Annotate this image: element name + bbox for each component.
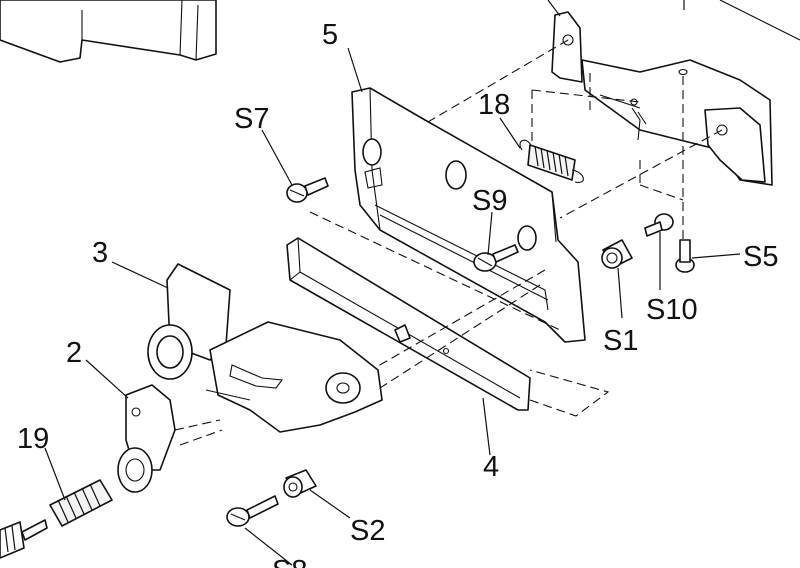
callout-s9: S9 (472, 185, 507, 217)
callout-s1: S1 (603, 325, 638, 357)
assembly-guide-lines-upper (379, 39, 723, 260)
callout-labels: 5 18 S7 S9 S5 S10 S1 3 2 19 4 S2 S8 (17, 19, 778, 568)
screw-s5 (675, 239, 695, 273)
spacer-s1 (601, 239, 633, 269)
housing-fragment (0, 0, 217, 63)
callout-3: 3 (92, 237, 108, 269)
screw-s9 (473, 244, 519, 272)
callout-s7: S7 (234, 103, 269, 135)
callout-4: 4 (483, 451, 499, 483)
callout-s10: S10 (646, 294, 698, 326)
callout-s8: S8 (272, 555, 307, 568)
callout-19: 19 (17, 423, 49, 455)
screw-s8 (226, 495, 279, 527)
callout-18: 18 (478, 89, 510, 121)
stopper-part-2 (117, 384, 223, 493)
callout-2: 2 (66, 337, 82, 369)
coil-spring-part-19 (49, 479, 113, 527)
adjust-screw-left (0, 519, 48, 559)
leader-lines (44, 0, 741, 566)
assembly-guide-lines-lower (309, 211, 610, 417)
lever-bracket-part-3 (147, 263, 383, 433)
mounting-plate-part-5 (351, 87, 586, 343)
slide-rail-part-4 (286, 237, 531, 411)
mounting-bracket (551, 0, 800, 186)
callout-5: 5 (322, 19, 338, 51)
screw-s7 (286, 177, 329, 203)
spring-part-18 (519, 139, 584, 183)
screw-s10 (644, 213, 674, 237)
callout-s2: S2 (350, 515, 385, 547)
spacer-s2 (283, 469, 317, 498)
callout-s5: S5 (743, 241, 778, 273)
